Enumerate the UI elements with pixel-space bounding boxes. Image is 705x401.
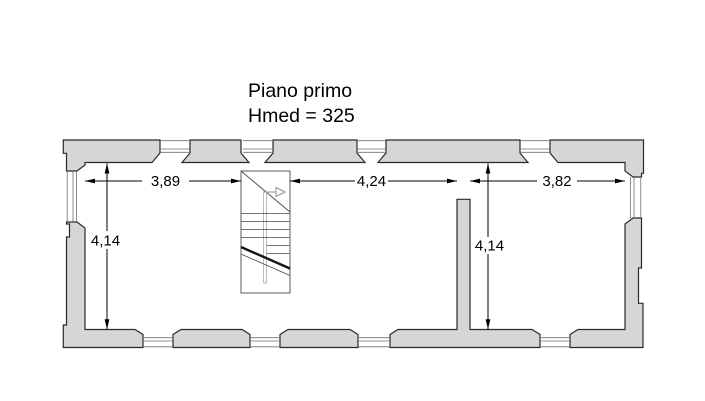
window-left-glazing-lines (66, 171, 77, 222)
window-bottom-glazing-lines (143, 337, 570, 348)
stair-break-line-thick (240, 245, 291, 270)
wall-bottom-segment-2 (279, 328, 359, 349)
arrowhead (85, 178, 95, 184)
stair-step-lines (241, 213, 290, 254)
plan-title: Piano primo (248, 80, 352, 102)
dim-label-span-left: 3,89 (151, 173, 180, 190)
arrowhead (104, 319, 110, 330)
arrowhead (615, 178, 625, 184)
window-right-glazing-lines (630, 177, 642, 218)
dim-label-depth-left: 4,14 (91, 233, 120, 250)
dim-label-span-right: 3,82 (542, 173, 571, 190)
plan-mean-height: Hmed = 325 (248, 105, 355, 127)
walls (62, 139, 645, 349)
window-lines (66, 140, 642, 348)
wall-top-segment-3 (376, 139, 530, 164)
arrowhead (290, 178, 300, 184)
window-top-glazing-lines (160, 140, 550, 153)
dimension-arrowheads (85, 163, 625, 330)
staircase (240, 170, 291, 294)
wall-top-segment-2 (263, 139, 367, 164)
wall-bottom-left-corner (62, 221, 144, 349)
labels: Piano primo Hmed = 325 3,89 4,24 3,82 4,… (91, 80, 572, 255)
wall-top-left-corner (62, 139, 161, 172)
arrowhead (470, 178, 480, 184)
arrowhead (231, 178, 241, 184)
wall-bottom-segment-1 (172, 328, 251, 349)
arrowhead (485, 319, 491, 330)
wall-top-right-corner (549, 139, 645, 178)
arrowhead (485, 163, 491, 174)
arrowhead (447, 178, 457, 184)
wall-bottom-right-corner (569, 217, 644, 349)
stair-direction-arrow-head (275, 186, 287, 198)
wall-top-segment-1 (180, 139, 251, 164)
stair-outline (240, 170, 291, 294)
dim-label-span-middle: 4,24 (357, 173, 386, 190)
stair-break-line-thin (240, 253, 291, 276)
wall-bottom-segment-with-partition (389, 198, 541, 349)
arrowhead (104, 163, 110, 174)
dim-label-depth-right: 4,14 (475, 238, 504, 255)
